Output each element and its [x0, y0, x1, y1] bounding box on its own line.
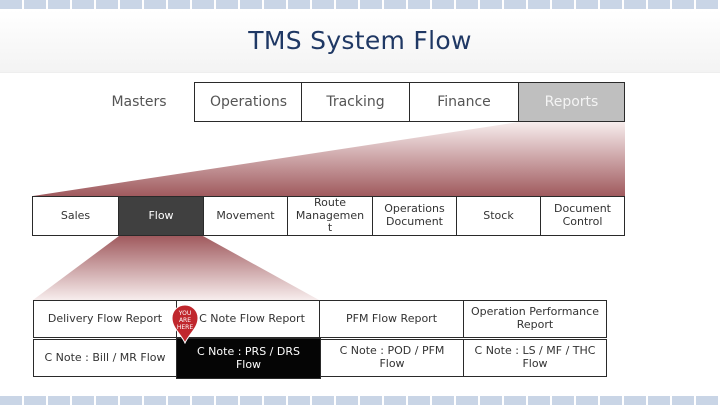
marker-label-line1: YOU [178, 310, 192, 317]
marker-label-line2: ARE [178, 317, 192, 324]
pfm-flow-report[interactable]: PFM Flow Report [319, 300, 464, 338]
reports-item-route-management[interactable]: Route Managemen t [287, 196, 373, 236]
you-are-here-marker: YOU ARE HERE [170, 304, 200, 345]
c-note-ls-mf-thc-flow[interactable]: C Note : LS / MF / THC Flow [463, 339, 607, 377]
reports-item-movement[interactable]: Movement [203, 196, 288, 236]
delivery-flow-report[interactable]: Delivery Flow Report [33, 300, 177, 338]
nav-finance[interactable]: Finance [409, 82, 519, 122]
operation-performance-report[interactable]: Operation Performance Report [463, 300, 607, 338]
nav-masters[interactable]: Masters [84, 82, 194, 122]
c-note-bill-mr-flow[interactable]: C Note : Bill / MR Flow [33, 339, 177, 377]
top-stripe [0, 0, 720, 9]
page-title: TMS System Flow [248, 26, 472, 55]
reports-item-document-control[interactable]: Document Control [540, 196, 625, 236]
c-note-pod-pfm-flow[interactable]: C Note : POD / PFM Flow [320, 339, 464, 377]
title-band [0, 10, 720, 73]
marker-label-line3: HERE [176, 324, 194, 331]
funnel-reports-to-menu [33, 122, 625, 196]
funnel-flow-to-reports [33, 236, 319, 300]
c-note-flow-report[interactable]: C Note Flow Report [176, 300, 320, 338]
map-pin-icon [171, 304, 199, 345]
nav-tracking[interactable]: Tracking [301, 82, 410, 122]
reports-item-stock[interactable]: Stock [456, 196, 541, 236]
c-note-prs-drs-flow[interactable]: C Note : PRS / DRS Flow [176, 338, 321, 379]
reports-item-sales[interactable]: Sales [32, 196, 119, 236]
nav-operations[interactable]: Operations [194, 82, 302, 122]
reports-item-operations-document[interactable]: Operations Document [372, 196, 457, 236]
reports-item-flow[interactable]: Flow [118, 196, 204, 236]
nav-reports[interactable]: Reports [518, 82, 625, 122]
bottom-stripe [0, 396, 720, 405]
marker-label: YOU ARE HERE [170, 310, 200, 331]
